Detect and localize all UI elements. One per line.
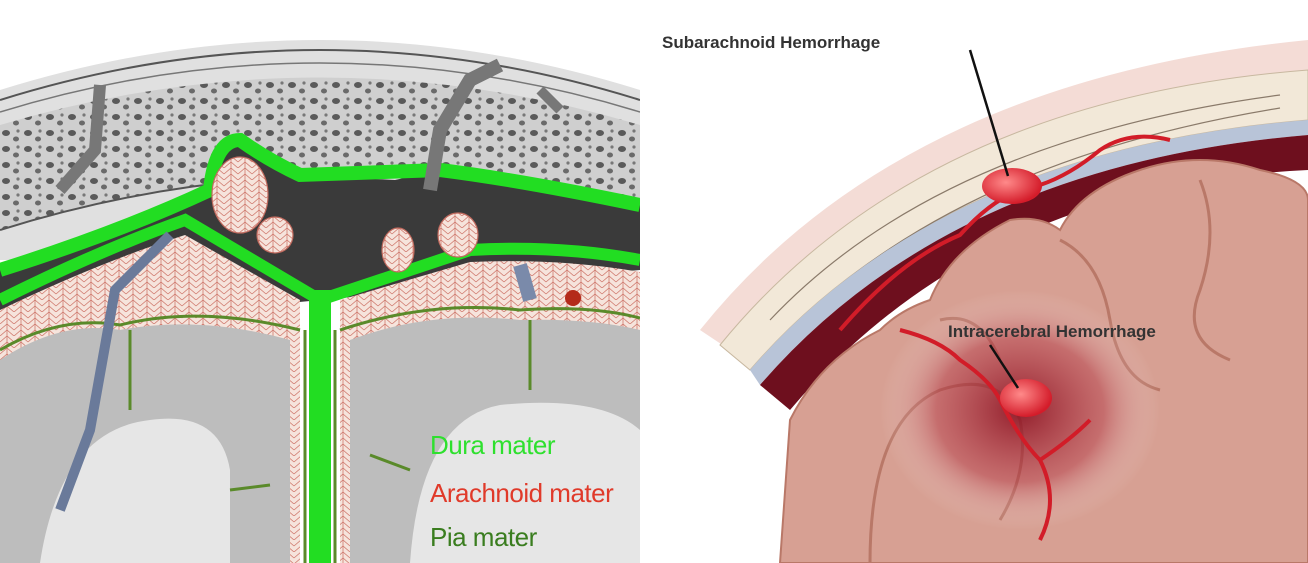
callout-label-intracerebral: Intracerebral Hemorrhage <box>948 322 1156 341</box>
legend-label-dura: Dura mater <box>430 430 555 460</box>
callout-subarachnoid-hemorrhage: Subarachnoid Hemorrhage <box>662 33 880 53</box>
callout-intracerebral-hemorrhage: Intracerebral Hemorrhage <box>948 322 1156 342</box>
legend-pia-mater: Pia mater <box>430 522 537 553</box>
legend-dura-mater: Dura mater <box>430 430 555 461</box>
intracerebral-clot <box>1000 379 1052 417</box>
legend-arachnoid-mater: Arachnoid mater <box>430 478 613 509</box>
hemorrhage-drawing <box>640 0 1308 563</box>
legend-label-pia: Pia mater <box>430 522 537 552</box>
meninges-illustration: Dura mater Arachnoid mater Pia mater <box>0 0 640 563</box>
hemorrhage-illustration: Subarachnoid Hemorrhage Intracerebral He… <box>640 0 1308 563</box>
subarachnoid-clot <box>982 168 1042 204</box>
callout-label-subarachnoid: Subarachnoid Hemorrhage <box>662 33 880 52</box>
legend-label-arachnoid: Arachnoid mater <box>430 478 613 508</box>
